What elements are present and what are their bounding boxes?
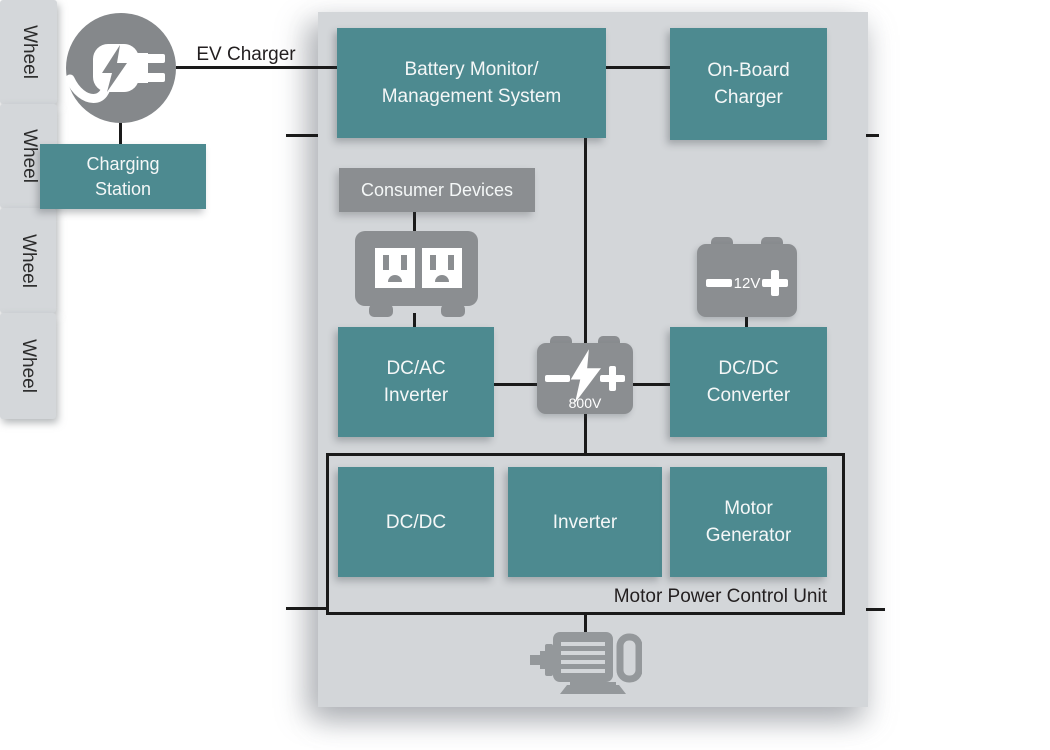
mpcu-title: Motor Power Control Unit: [613, 586, 827, 607]
electric-motor-icon: [530, 630, 643, 694]
on-board-charger-box: On-Board Charger: [670, 28, 827, 140]
aux-12v-battery-icon: 12V: [697, 237, 797, 317]
mpcu-dc-dc-box: DC/DC: [338, 467, 494, 577]
connector-hv-bus-vertical: [584, 138, 587, 453]
wheel-rear-right: Wheel: [0, 313, 56, 419]
consumer-devices-box: Consumer Devices: [339, 168, 535, 212]
connector-battery-to-converter: [632, 383, 670, 386]
on-board-charger-label-line1: On-Board: [707, 60, 790, 81]
battery-monitor-label-line1: Battery Monitor/: [404, 59, 539, 80]
dc-ac-inverter-label-line1: DC/AC: [386, 358, 446, 379]
wheel-rear-left-label: Wheel: [17, 233, 39, 288]
dc-dc-converter-box: DC/DC Converter: [670, 327, 827, 437]
connector-devices-to-outlet: [413, 212, 416, 232]
aux-battery-voltage: 12V: [733, 275, 761, 292]
main-battery-voltage: 800V: [568, 395, 602, 411]
wheel-front-left: Wheel: [0, 0, 57, 104]
charging-station-label-line1: Charging: [86, 153, 160, 174]
ev-charger-label: EV Charger: [196, 44, 296, 65]
wheel-rear-right-label: Wheel: [17, 339, 39, 393]
high-voltage-battery-icon: 800V: [537, 336, 633, 414]
consumer-devices-label: Consumer Devices: [360, 179, 514, 200]
wheel-rear-left: Wheel: [0, 208, 56, 313]
connector-charger-to-bms: [176, 66, 337, 69]
battery-monitor-box: Battery Monitor/ Management System: [337, 28, 606, 138]
wheel-front-right-label: Wheel: [18, 129, 40, 183]
connector-wheel-rear-right: [866, 608, 885, 611]
dc-ac-inverter-box: DC/AC Inverter: [338, 327, 494, 437]
minus-icon: [706, 279, 732, 287]
lightning-bolt-icon: [570, 349, 601, 403]
on-board-charger-label-line2: Charger: [714, 87, 783, 108]
connector-outlet-to-inverter: [413, 313, 416, 327]
dc-dc-converter-label-line1: DC/DC: [718, 358, 779, 379]
connector-wheel-front-left: [286, 134, 318, 137]
wheel-front-left-label: Wheel: [18, 25, 40, 79]
ev-charging-plug-icon: [65, 13, 176, 123]
mpcu-motor-generator-label-line2: Generator: [705, 525, 792, 546]
mpcu-motor-generator-box: Motor Generator: [670, 467, 827, 577]
charging-station-label-line2: Station: [94, 178, 152, 199]
dc-ac-inverter-label-line2: Inverter: [383, 385, 449, 406]
mpcu-dc-dc-label: DC/DC: [385, 511, 447, 533]
mpcu-inverter-box: Inverter: [508, 467, 662, 577]
motor-power-control-unit-outline: [326, 453, 845, 615]
connector-mpcu-to-motor: [584, 615, 587, 633]
connector-charger-to-station: [119, 120, 122, 145]
connector-wheel-front-right: [866, 134, 879, 137]
connector-inverter-to-battery: [494, 383, 538, 386]
mpcu-inverter-label: Inverter: [552, 511, 618, 533]
plus-icon: [762, 270, 788, 296]
connector-bms-to-obc: [606, 66, 670, 69]
mpcu-motor-generator-label-line1: Motor: [724, 498, 773, 519]
minus-icon: [545, 375, 570, 382]
connector-wheel-rear-left: [286, 607, 326, 610]
dc-dc-converter-label-line2: Converter: [706, 385, 791, 406]
connector-12v-to-converter: [745, 315, 748, 327]
plus-icon: [600, 366, 625, 391]
battery-monitor-label-line2: Management System: [381, 86, 562, 107]
power-outlet-icon: [355, 231, 478, 318]
charging-station-box: Charging Station: [40, 144, 206, 209]
